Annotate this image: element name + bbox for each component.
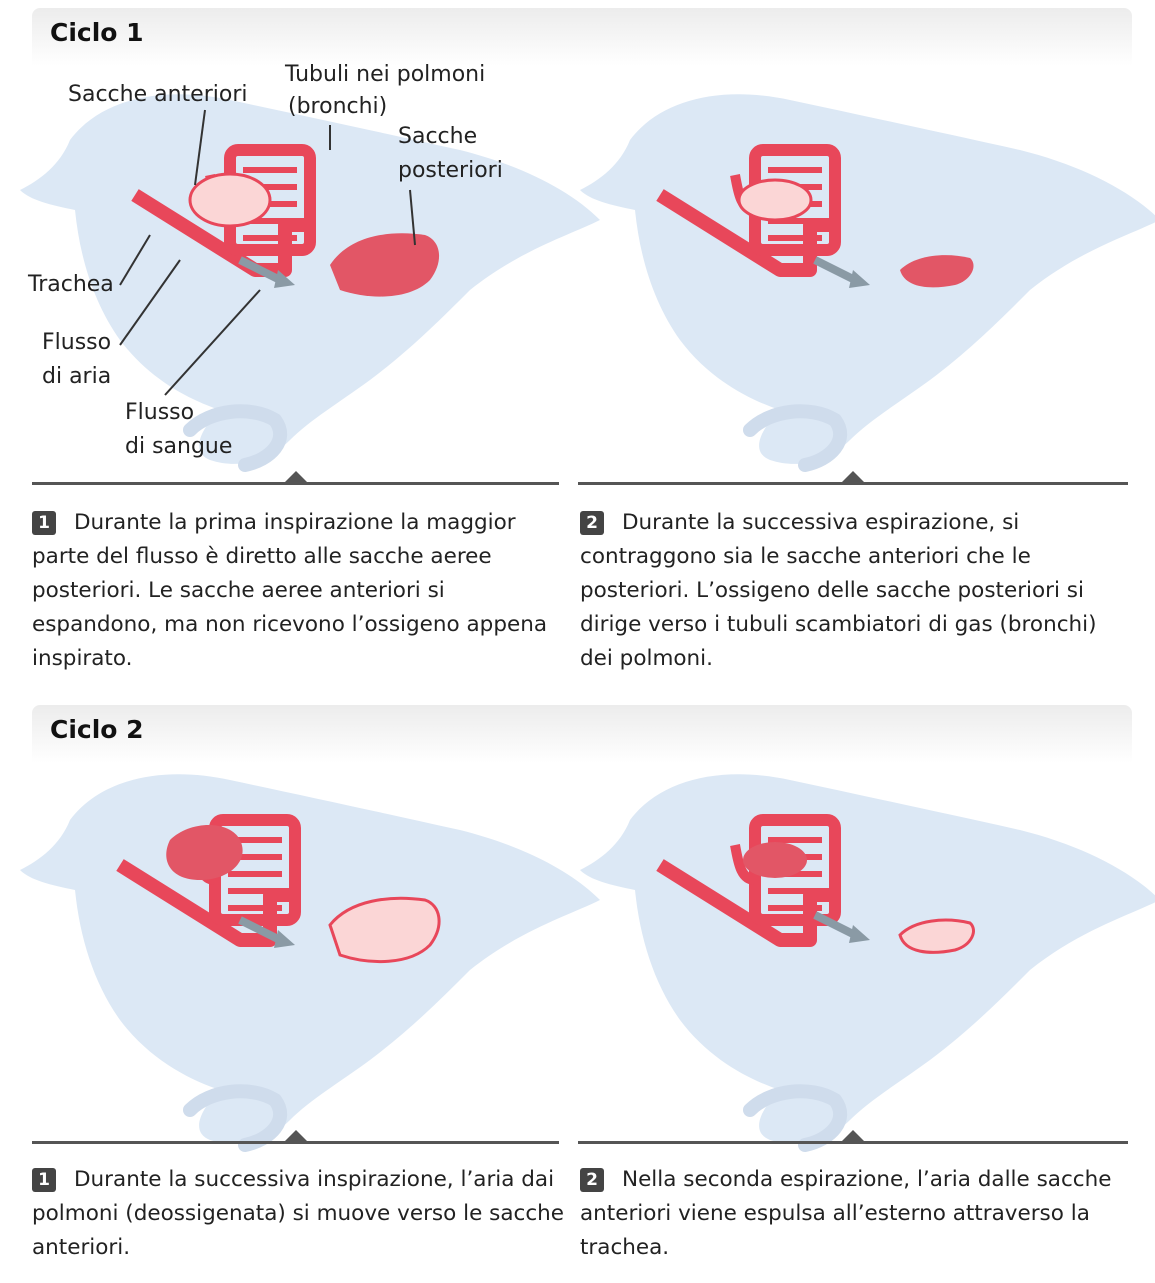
label-airflow-line2: di aria [42, 364, 112, 389]
caption-text: Durante la successiva inspirazione, l’ar… [32, 1167, 565, 1260]
panel-cycle2-step2 [580, 774, 1155, 1145]
label-trachea: Trachea [28, 272, 114, 297]
step-number-badge: 1 [32, 1168, 56, 1192]
label-posterior-line2: posteriori [398, 158, 503, 183]
caption-text: Durante la successiva espirazione, si co… [580, 510, 1097, 671]
label-posterior-line1: Sacche [398, 124, 478, 149]
cycle-2-header: Ciclo 2 [32, 705, 1132, 763]
flow-arrow [238, 256, 282, 284]
cycle-1-header: Ciclo 1 [32, 8, 1132, 66]
step-number-badge: 2 [580, 1168, 604, 1192]
panel-cycle1-step1 [20, 94, 600, 465]
label-airflow-line1: Flusso [42, 330, 112, 355]
label-leaders [119, 109, 416, 396]
step-number-badge: 1 [32, 511, 56, 535]
divider-c1s2 [578, 471, 1128, 485]
divider-c2s1 [32, 1130, 559, 1144]
label-tubules-line2: (bronchi) [288, 94, 388, 119]
panel-cycle2-step1 [20, 774, 600, 1145]
caption-text: Nella seconda espirazione, l’aria dalle … [580, 1167, 1112, 1260]
posterior-sac [330, 233, 440, 297]
step-number-badge: 2 [580, 511, 604, 535]
label-bloodflow-line2: di sangue [125, 434, 233, 459]
label-tubules-line1: Tubuli nei polmoni [285, 62, 486, 87]
label-bloodflow-line1: Flusso [125, 400, 195, 425]
panel-cycle1-step2 [580, 94, 1155, 465]
caption-text: Durante la prima inspirazione la maggior… [32, 510, 548, 671]
label-anterior-sacs: Sacche anteriori [68, 82, 248, 107]
divider-c2s2 [578, 1130, 1128, 1144]
anterior-sac [188, 172, 272, 228]
divider-c1s1 [32, 471, 559, 485]
cycle-2-title: Ciclo 2 [50, 715, 144, 744]
cycle-1-title: Ciclo 1 [50, 18, 144, 47]
